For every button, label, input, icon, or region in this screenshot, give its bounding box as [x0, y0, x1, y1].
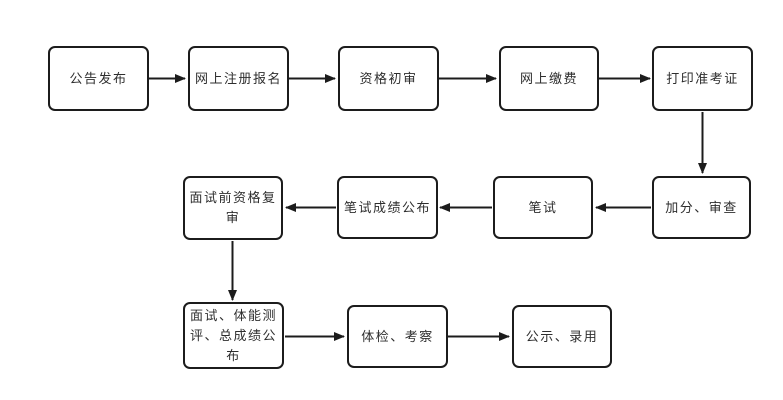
node-physical-inspection: 体检、考察 [347, 305, 448, 368]
node-print-ticket: 打印准考证 [652, 46, 753, 111]
node-initial-review: 资格初审 [338, 46, 439, 111]
node-online-payment: 网上缴费 [499, 46, 599, 111]
node-interview-fitness-total: 面试、体能测评、总成绩公布 [183, 302, 284, 369]
node-publicity-hiring: 公示、录用 [512, 305, 612, 368]
node-announcement: 公告发布 [48, 46, 149, 111]
node-written-results: 笔试成绩公布 [337, 176, 438, 239]
node-written-exam: 笔试 [493, 176, 593, 239]
node-bonus-review: 加分、审查 [652, 176, 751, 239]
node-online-registration: 网上注册报名 [188, 46, 289, 111]
node-pre-interview-recheck: 面试前资格复审 [183, 176, 283, 240]
